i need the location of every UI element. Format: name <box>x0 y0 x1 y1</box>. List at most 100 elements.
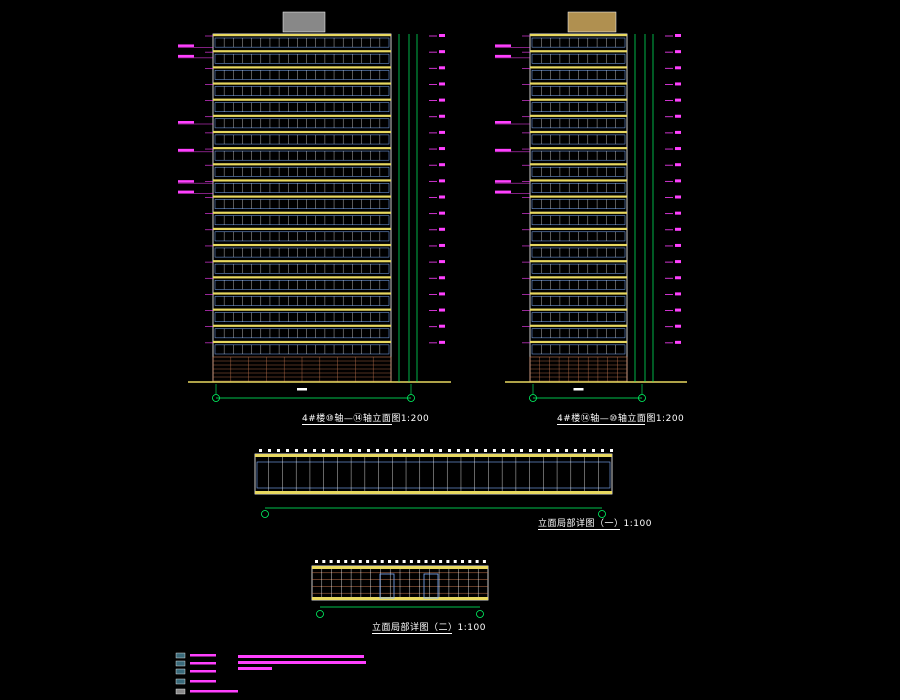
annotation-label-left <box>495 180 511 183</box>
level-label-right <box>675 82 681 86</box>
detail-one-railing-post <box>601 449 604 452</box>
detail-one-railing-post <box>268 449 271 452</box>
level-label-right <box>675 276 681 280</box>
window-band <box>214 296 390 306</box>
detail-two-door <box>379 573 395 599</box>
floor-slab <box>213 50 391 53</box>
floor-slab <box>530 276 627 279</box>
detail-two-railing-post <box>373 560 377 563</box>
detail-one-railing-post <box>583 449 586 452</box>
floor-slab <box>213 98 391 101</box>
legend-note-line <box>238 667 272 670</box>
floor-slab <box>213 276 391 279</box>
detail-one-title-underline <box>538 529 620 530</box>
detail-two-door <box>423 573 439 599</box>
detail-one-railing-post <box>340 449 343 452</box>
annotation-label-left <box>178 148 194 152</box>
detail-elevation-one <box>254 449 613 518</box>
level-label-right <box>439 211 445 215</box>
detail-one-railing-post <box>538 449 541 452</box>
axis-bubble <box>476 610 484 618</box>
legend-block <box>175 652 366 695</box>
window-band <box>214 263 390 274</box>
detail-one-railing-post <box>439 449 442 452</box>
detail-one-railing-post <box>385 449 388 452</box>
detail-two-railing-post <box>351 560 355 563</box>
detail-one-railing-post <box>502 449 505 452</box>
axis-bubble <box>638 394 646 402</box>
level-label-right <box>675 34 681 37</box>
level-label-right <box>439 163 445 167</box>
level-label-right <box>439 66 445 70</box>
window-band <box>214 37 390 48</box>
floor-slab <box>213 114 391 117</box>
level-label-right <box>675 211 681 215</box>
detail-one-railing-post <box>493 449 496 452</box>
detail-one-railing-post <box>349 449 352 452</box>
detail-two-railing-post <box>482 560 486 563</box>
level-label-right <box>675 66 681 70</box>
detail-one-railing-post <box>421 449 424 452</box>
detail-one-railing-post <box>358 449 361 452</box>
floor-slab <box>213 260 391 263</box>
level-label-right <box>439 114 445 118</box>
level-label-right <box>439 324 445 328</box>
floor-slab <box>213 66 391 69</box>
detail-two-railing-post <box>329 560 333 563</box>
annotation-label-left <box>178 44 194 47</box>
window-band <box>214 118 390 129</box>
axis-bubble <box>529 394 537 402</box>
axis-bubble <box>212 394 220 402</box>
level-label-right <box>439 195 445 199</box>
legend-swatch <box>175 688 186 695</box>
level-label-right <box>675 260 681 264</box>
detail-elevation-two <box>311 560 489 618</box>
level-label-right <box>675 50 681 54</box>
window-band <box>214 328 390 339</box>
left-elevation-title: 4#楼⑩轴—⑭轴立面图1:200 <box>302 414 430 424</box>
detail-two-title-underline <box>372 633 452 634</box>
level-label-right <box>439 34 445 37</box>
axis-bubble <box>316 610 324 618</box>
floor-slab <box>530 243 627 247</box>
level-label-right <box>675 179 681 183</box>
detail-one-railing-post <box>304 449 307 452</box>
level-label-right <box>439 260 445 264</box>
detail-two-railing-post <box>380 560 384 563</box>
right-elevation-title-underline <box>557 424 645 425</box>
left-elevation-title-underline <box>302 424 392 425</box>
legend-swatch <box>175 652 186 659</box>
detail-one-railing-post <box>430 449 433 452</box>
detail-two-railing-post <box>366 560 370 563</box>
detail-one-railing-post <box>322 449 325 452</box>
floor-slab <box>213 130 391 134</box>
legend-swatch <box>175 668 186 675</box>
level-label-right <box>439 340 445 344</box>
detail-two-railing-post <box>446 560 450 563</box>
detail-two-railing-post <box>468 560 472 563</box>
detail-one-railing-post <box>475 449 478 452</box>
axis-bubble <box>261 510 269 518</box>
floor-slab <box>530 66 627 69</box>
level-label-right <box>675 227 681 231</box>
window-band <box>214 166 390 177</box>
detail-one-railing-post <box>565 449 568 452</box>
level-label-right <box>675 324 681 328</box>
axis-bubble <box>598 510 606 518</box>
bottom-dim-label <box>573 388 584 391</box>
floor-slab <box>213 227 391 230</box>
level-label-right <box>675 163 681 167</box>
floor-slab <box>530 163 627 166</box>
window-band <box>214 134 390 145</box>
annotation-label-left <box>495 121 511 124</box>
detail-one-railing-post <box>412 449 415 452</box>
window-band <box>214 280 390 290</box>
detail-one-railing-post <box>592 449 595 452</box>
detail-two-title: 立面局部详图（二）1:100 <box>372 623 486 633</box>
annotation-label-left <box>495 54 511 58</box>
floor-slab <box>530 227 627 230</box>
detail-one-railing-post <box>511 449 514 452</box>
detail-one-railing-post <box>457 449 460 452</box>
detail-two-railing-post <box>431 560 435 563</box>
level-label-right <box>439 147 445 151</box>
